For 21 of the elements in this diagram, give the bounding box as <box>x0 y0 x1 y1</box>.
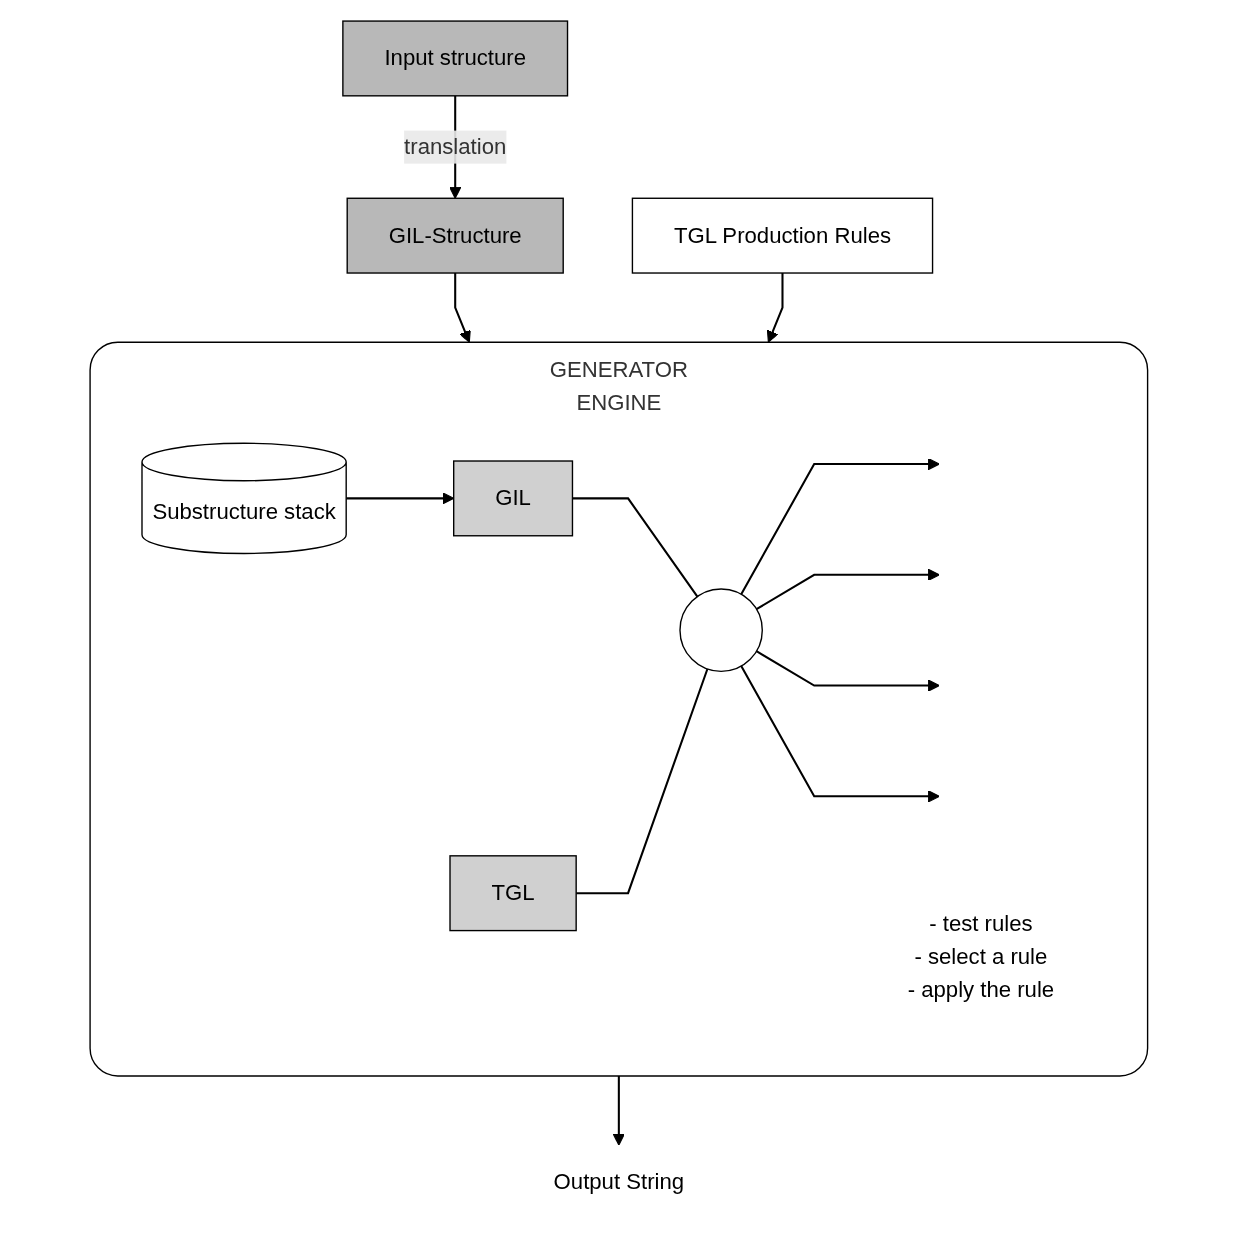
node-box: Input structure <box>341 20 568 97</box>
connector <box>572 497 698 598</box>
node-text: Output String <box>553 1170 684 1194</box>
node-label: - select a rule <box>914 944 1048 968</box>
node-label: - apply the rule <box>907 977 1054 1002</box>
connector <box>575 668 709 895</box>
node-label: - test rules <box>928 911 1033 935</box>
arrow <box>755 568 940 611</box>
arrow <box>755 650 940 692</box>
edge-label: translation <box>403 134 506 159</box>
arrow <box>740 665 940 803</box>
arrow <box>345 492 454 505</box>
arrow <box>766 273 784 343</box>
arrow <box>740 457 940 595</box>
arrow <box>612 1075 625 1146</box>
node-box: GIL <box>452 460 573 537</box>
node-box: GIL-Structure <box>346 197 564 274</box>
arrow <box>453 273 471 343</box>
node-box: TGL <box>449 855 577 932</box>
node-box: TGL Production Rules <box>631 197 933 274</box>
node-circle <box>678 588 763 673</box>
